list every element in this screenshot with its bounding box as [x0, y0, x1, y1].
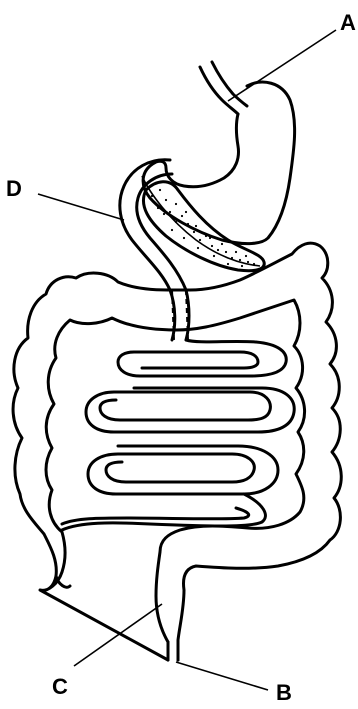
stomach: [143, 82, 294, 244]
label-b: B: [276, 680, 292, 705]
pancreas-speckle: [211, 245, 213, 247]
appendix: [56, 576, 70, 587]
pancreas-speckle: [213, 255, 215, 257]
pancreas-speckle: [195, 225, 197, 227]
pancreas-speckle: [185, 211, 187, 213]
pancreas-speckle: [181, 215, 183, 217]
leader-line-b: [176, 662, 268, 690]
label-d: D: [6, 176, 22, 201]
pancreas-speckle: [253, 263, 255, 265]
pancreas-speckle: [197, 247, 199, 249]
pancreas-speckle: [175, 203, 177, 205]
pancreas-speckle: [165, 199, 167, 201]
pancreas-speckle: [225, 251, 227, 253]
oesophagus: [200, 62, 247, 114]
large-intestine: [13, 243, 341, 660]
anus: [168, 642, 178, 660]
pancreas-speckle: [163, 213, 165, 215]
pancreas-speckle: [241, 265, 243, 267]
pancreas-speckle: [209, 237, 211, 239]
pancreas-speckle: [221, 243, 223, 245]
pancreas-speckle: [199, 239, 201, 241]
leader-line-d: [38, 194, 124, 220]
pancreas-speckle: [205, 235, 207, 237]
pancreas: [142, 176, 264, 271]
pancreas-speckle: [175, 221, 177, 223]
pancreas-speckle: [169, 211, 171, 213]
pancreas-speckle: [227, 263, 229, 265]
pancreas-speckle: [159, 189, 161, 191]
small-intestine: [62, 340, 294, 530]
duodenum: [120, 160, 189, 340]
pancreas-speckle: [235, 251, 237, 253]
pancreas-speckle: [193, 231, 195, 233]
pancreas-speckle: [247, 261, 249, 263]
label-c: C: [52, 674, 68, 699]
leader-line-c: [74, 604, 162, 666]
pancreas-speckle: [245, 255, 247, 257]
pancreas-speckle: [231, 257, 233, 259]
label-a: A: [340, 10, 356, 35]
pancreas-speckle: [151, 195, 153, 197]
pancreas-speckle: [187, 223, 189, 225]
pancreas-speckle: [217, 249, 219, 251]
pancreas-speckle: [239, 259, 241, 261]
pancreas-speckle: [171, 229, 173, 231]
pancreas-speckle: [183, 237, 185, 239]
pancreas-speckle: [157, 207, 159, 209]
